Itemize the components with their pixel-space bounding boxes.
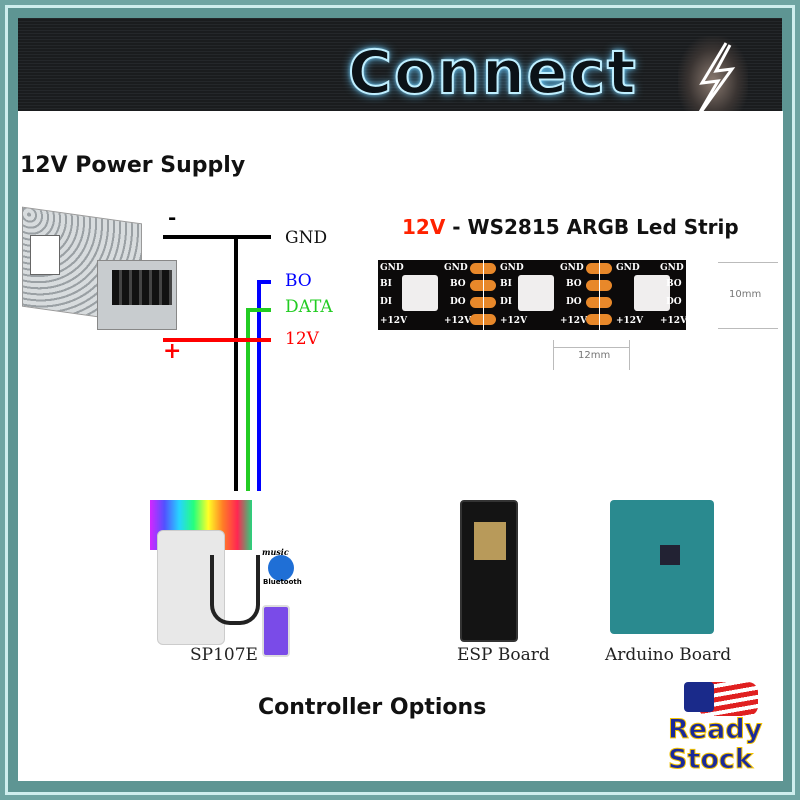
phone-app-image: [262, 605, 290, 657]
12v-wire: [163, 338, 271, 342]
header-banner: Connect: [18, 18, 782, 126]
bo-label: BO: [285, 271, 312, 291]
data-label: DATA: [285, 297, 333, 317]
12v-label: 12V: [285, 329, 319, 349]
header-title: Connect: [347, 37, 638, 109]
badge-line2: Stock: [668, 744, 754, 776]
strip-label: DI: [500, 297, 513, 307]
strip-label: +12V: [660, 316, 688, 326]
esp-board-image: [460, 500, 518, 642]
gnd-label: GND: [285, 228, 328, 248]
controller-label-esp: ESP Board: [457, 645, 550, 665]
strip-label: +12V: [560, 316, 588, 326]
bluetooth-label: Bluetooth: [263, 578, 302, 586]
strip-label: BO: [450, 279, 466, 289]
strip-label: GND: [660, 263, 684, 273]
strip-label: +12V: [616, 316, 644, 326]
strip-title: 12V - WS2815 ARGB Led Strip: [402, 215, 739, 239]
led-chip: [634, 275, 670, 311]
strip-title-voltage: 12V: [402, 215, 446, 239]
led-chip: [518, 275, 554, 311]
strip-label: DO: [666, 297, 682, 307]
ready-stock-badge: Ready Stock: [667, 676, 778, 781]
data-wire-horizontal: [246, 308, 271, 312]
bo-wire-horizontal: [257, 280, 271, 284]
strip-label: BO: [666, 279, 682, 289]
controller-label-arduino: Arduino Board: [605, 645, 732, 665]
bo-wire-vertical: [257, 280, 261, 491]
power-supply-image: [22, 205, 177, 355]
strip-label: GND: [616, 263, 640, 273]
arduino-board-image: [610, 500, 714, 634]
strip-label: DO: [450, 297, 466, 307]
strip-label: GND: [380, 263, 404, 273]
bluetooth-icon: [268, 555, 294, 581]
strip-label: GND: [444, 263, 468, 273]
cable-image: [210, 555, 260, 625]
led-chip: [402, 275, 438, 311]
strip-label: +12V: [500, 316, 528, 326]
strip-title-text: - WS2815 ARGB Led Strip: [445, 215, 739, 239]
strip-label: BI: [380, 279, 392, 289]
minus-label: -: [168, 205, 177, 229]
diagram-area: [18, 111, 783, 781]
power-supply-title: 12V Power Supply: [20, 153, 246, 178]
music-label: music: [262, 547, 289, 557]
controller-label-sp107e: SP107E: [190, 645, 258, 665]
led-strip-image: GND BI DI +12V GND BO DO +12V GND BI DI …: [378, 260, 688, 330]
gnd-wire-horizontal: [163, 235, 271, 239]
badge-line1: Ready: [667, 714, 763, 746]
strip-label: GND: [560, 263, 584, 273]
plus-label: +: [163, 338, 182, 364]
strip-label: DO: [566, 297, 582, 307]
dimension-height: 10mm: [729, 289, 762, 300]
dimension-pitch: 12mm: [578, 350, 611, 361]
strip-label: +12V: [444, 316, 472, 326]
strip-label: +12V: [380, 316, 408, 326]
strip-label: DI: [380, 297, 393, 307]
strip-label: BI: [500, 279, 512, 289]
gnd-wire-vertical: [234, 235, 238, 491]
strip-label: GND: [500, 263, 524, 273]
strip-label: BO: [566, 279, 582, 289]
data-wire-vertical: [246, 308, 250, 491]
controller-options-title: Controller Options: [258, 695, 487, 720]
